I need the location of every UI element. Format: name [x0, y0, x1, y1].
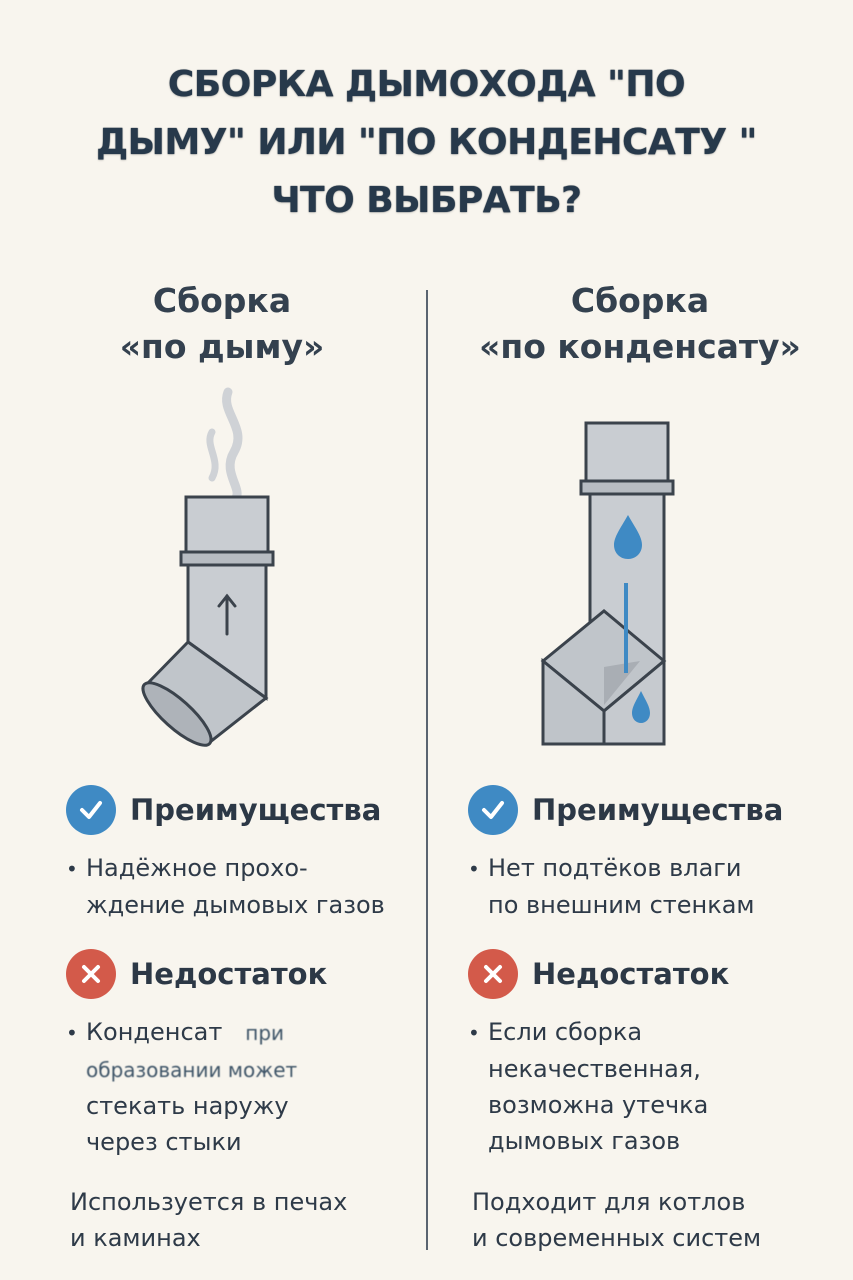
right-drawback-header: Недостаток: [468, 948, 729, 1000]
condensate-pipe-icon: [540, 421, 675, 746]
pipe-elbow-opening: [141, 681, 213, 747]
bullet-line: •Надёжное прохо-: [66, 854, 308, 882]
footnote-line: Используется в печах: [70, 1188, 348, 1216]
smoke-wisp: [222, 387, 243, 503]
bullet-line: возможна утечка: [488, 1091, 709, 1119]
right-footnote: Подходит для котлов и современных систем: [472, 1184, 761, 1256]
right-advantages-header: Преимущества: [468, 784, 783, 836]
smoke-wisp: [206, 428, 219, 482]
page-title: СБОРКА ДЫМОХОДА "ПО ДЫМУ" ИЛИ "ПО КОНДЕН…: [40, 56, 813, 230]
right-advantages-label: Преимущества: [532, 793, 784, 827]
cross-icon: [66, 949, 116, 999]
smoke-elbow-pipe-icon: [141, 387, 275, 747]
water-drop-icon: [632, 691, 650, 723]
left-advantages-text: •Надёжное прохо- ждение дымовых газов: [66, 850, 385, 923]
bullet-line: некачественная,: [488, 1055, 701, 1083]
column-divider: [426, 290, 428, 1250]
left-advantages-label: Преимущества: [130, 793, 382, 827]
left-column-title-line: Сборка: [152, 281, 292, 320]
pipe-collar: [579, 479, 675, 496]
left-drawback-text: •Конденсат при образовании может стекать…: [66, 1014, 297, 1160]
page-title-line: ЧТО ВЫБРАТЬ?: [271, 180, 582, 221]
check-icon: [468, 785, 518, 835]
bullet-line: через стыки: [86, 1128, 242, 1156]
bullet-line: •Конденсат при: [66, 1018, 285, 1046]
right-column-title-line: «по конденсату»: [479, 327, 801, 366]
right-drawback-label: Недостаток: [532, 957, 730, 991]
page-title-line: СБОРКА ДЫМОХОДА "ПО: [167, 64, 686, 105]
arrow-up-icon: [217, 593, 237, 636]
footnote-line: и каминах: [70, 1224, 201, 1252]
right-advantages-text: •Нет подтёков влаги по внешним стенкам: [468, 850, 755, 923]
bullet-line: дымовых газов: [488, 1127, 681, 1155]
check-icon: [66, 785, 116, 835]
footnote-line: Подходит для котлов: [472, 1188, 746, 1216]
bullet-line: по внешним стенкам: [488, 891, 755, 919]
left-advantages-header: Преимущества: [66, 784, 381, 836]
bullet-line: •Нет подтёков влаги: [468, 854, 742, 882]
bullet-line: ждение дымовых газов: [86, 891, 385, 919]
pipe-socket-shade: [604, 661, 640, 705]
left-column-title: Сборка «по дыму»: [62, 278, 382, 370]
pipe-collar: [179, 550, 275, 567]
pipe-upper: [584, 421, 670, 485]
cross-icon: [468, 949, 518, 999]
left-drawback-label: Недостаток: [130, 957, 328, 991]
bullet-line: образовании может: [86, 1058, 298, 1082]
left-column-title-line: «по дыму»: [119, 327, 325, 366]
water-drop-icon: [614, 515, 642, 559]
pipe-upper: [184, 495, 270, 555]
page-title-line: ДЫМУ" ИЛИ "ПО КОНДЕНСАТУ ": [96, 122, 757, 163]
left-drawback-header: Недостаток: [66, 948, 327, 1000]
bullet-line: •Если сборка: [468, 1018, 643, 1046]
footnote-line: и современных систем: [472, 1224, 762, 1252]
pipe-socket-front: [602, 657, 666, 746]
right-column-title: Сборка «по конденсату»: [470, 278, 810, 370]
right-drawback-text: •Если сборка некачественная, возможна ут…: [468, 1014, 708, 1159]
right-column-title-line: Сборка: [570, 281, 710, 320]
bullet-line: стекать наружу: [86, 1092, 289, 1120]
left-footnote: Используется в печах и каминах: [70, 1184, 347, 1256]
